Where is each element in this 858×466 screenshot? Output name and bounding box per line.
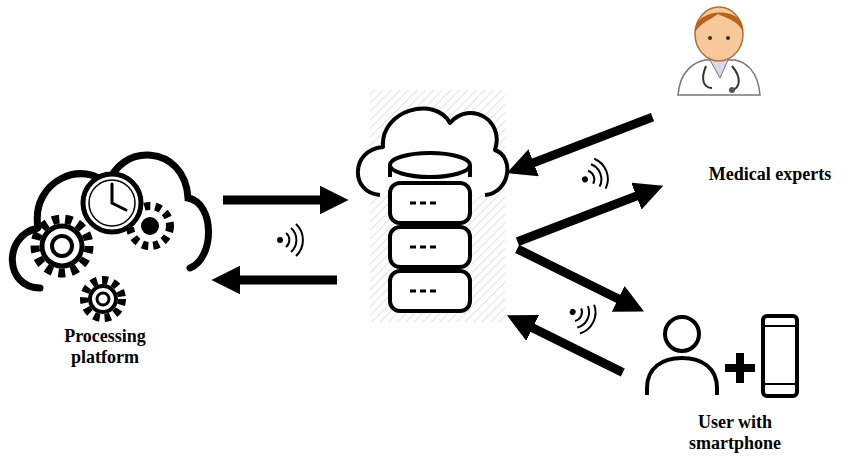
cloud-database-icon (345, 85, 510, 325)
icon-node: User with smartphone (630, 310, 845, 466)
user-phone-icon (630, 310, 845, 410)
node-label: Medical experts (690, 164, 850, 185)
flow-arrow (518, 190, 653, 242)
doctor-icon (660, 0, 850, 120)
flow-arrow (517, 249, 634, 307)
flow-arrow (517, 320, 623, 372)
flow-arrow (223, 276, 337, 285)
wireless-symbol (563, 296, 600, 336)
wireless-symbol (576, 156, 612, 195)
processing-icon (0, 118, 215, 323)
node-label: User with smartphone (665, 412, 805, 454)
flow-arrow (518, 117, 653, 169)
icon-node: Medical experts (660, 0, 850, 195)
icon-node (345, 85, 510, 325)
icon-node: Processing platform (0, 118, 215, 380)
wireless-symbol (277, 224, 303, 256)
node-label: Processing platform (40, 326, 170, 368)
flow-arrow (223, 196, 337, 205)
